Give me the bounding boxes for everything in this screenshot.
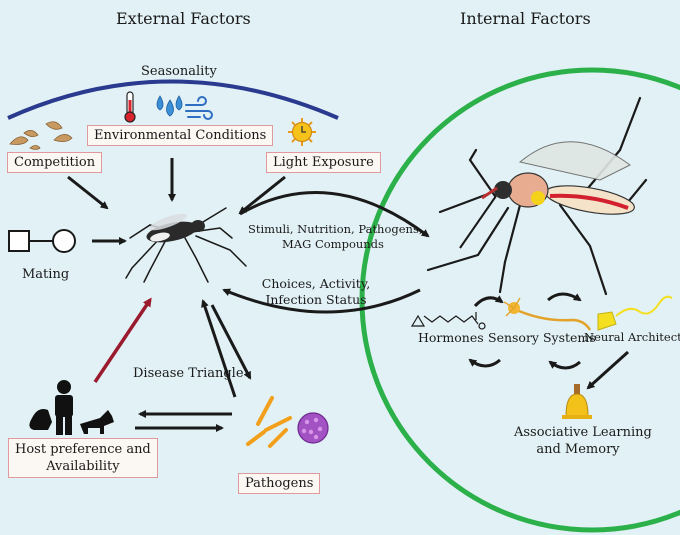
hormones-label: Hormones — [418, 330, 484, 345]
host-preference-label: Host preference and Availability — [8, 438, 158, 478]
arrow-hormones-to-sensory — [473, 295, 504, 308]
host-line-1: Host preference and — [15, 442, 151, 457]
choices-line-2: Infection Status — [265, 292, 367, 307]
seasonality-arc — [7, 79, 339, 120]
neural-architecture-label: Neural Architecture — [584, 330, 680, 344]
sensory-systems-label: Sensory Systems — [488, 330, 596, 345]
arrow-neural-to-learning — [586, 350, 630, 390]
internal-factors-circle — [359, 67, 680, 533]
larvae-icon — [9, 121, 73, 150]
sun-clock-icon — [288, 118, 316, 146]
pathogens-label: Pathogens — [238, 473, 321, 494]
light-exposure-label: Light Exposure — [266, 152, 381, 173]
water-drops-icon — [156, 95, 183, 117]
arrow-competition-to-mosquito — [67, 175, 109, 210]
stimuli-line-2: MAG Compounds — [282, 237, 384, 251]
thermometer-icon — [124, 91, 136, 123]
arrow-to-internal — [239, 191, 430, 238]
disease-triangle-label: Disease Triangle — [133, 366, 244, 381]
host-line-2: Availability — [46, 459, 120, 474]
learning-line-2: and Memory — [536, 442, 620, 457]
male-female-symbol-icon — [8, 229, 76, 253]
virus-icon — [297, 412, 329, 444]
arrow-mosquito-to-pathogens — [210, 304, 252, 380]
human-icon — [55, 380, 73, 435]
arrow-neural-to-sensory — [548, 360, 581, 370]
external-factors-header: External Factors — [116, 9, 251, 28]
wind-icon — [185, 96, 213, 120]
stimuli-line-1: Stimuli, Nutrition, Pathogens, — [248, 222, 423, 236]
choices-label: Choices, Activity, Infection Status — [256, 276, 376, 308]
arrow-sensory-to-neural — [547, 292, 582, 302]
mosquito-icon — [125, 207, 247, 283]
neural-architecture-icon — [597, 295, 673, 331]
stimuli-label: Stimuli, Nutrition, Pathogens, MAG Compo… — [248, 222, 423, 252]
mating-label: Mating — [22, 267, 70, 282]
seasonality-label: Seasonality — [141, 64, 217, 79]
internal-factors-header: Internal Factors — [460, 9, 591, 28]
sensory-neuron-icon — [503, 297, 592, 331]
competition-label: Competition — [7, 152, 103, 173]
arrows-group — [67, 158, 630, 432]
arrow-host-to-mosquito — [93, 297, 152, 383]
arrow-from-internal — [222, 288, 421, 314]
arrow-light-to-mosquito — [238, 175, 286, 215]
hormone-molecule-icon — [410, 312, 486, 330]
environmental-conditions-label: Environmental Conditions — [87, 125, 274, 146]
arrow-pathogens-to-mosquito — [201, 299, 237, 398]
associative-learning-label: Associative Learning and Memory — [514, 424, 652, 458]
choices-line-1: Choices, Activity, — [261, 276, 371, 291]
arrow-sensory-to-hormones — [468, 358, 501, 368]
large-mosquito-icon — [426, 96, 648, 296]
bell-icon — [562, 384, 592, 419]
fox-icon — [29, 409, 114, 434]
pathogen-rods-icon — [246, 396, 292, 448]
learning-line-1: Associative Learning — [514, 425, 652, 440]
